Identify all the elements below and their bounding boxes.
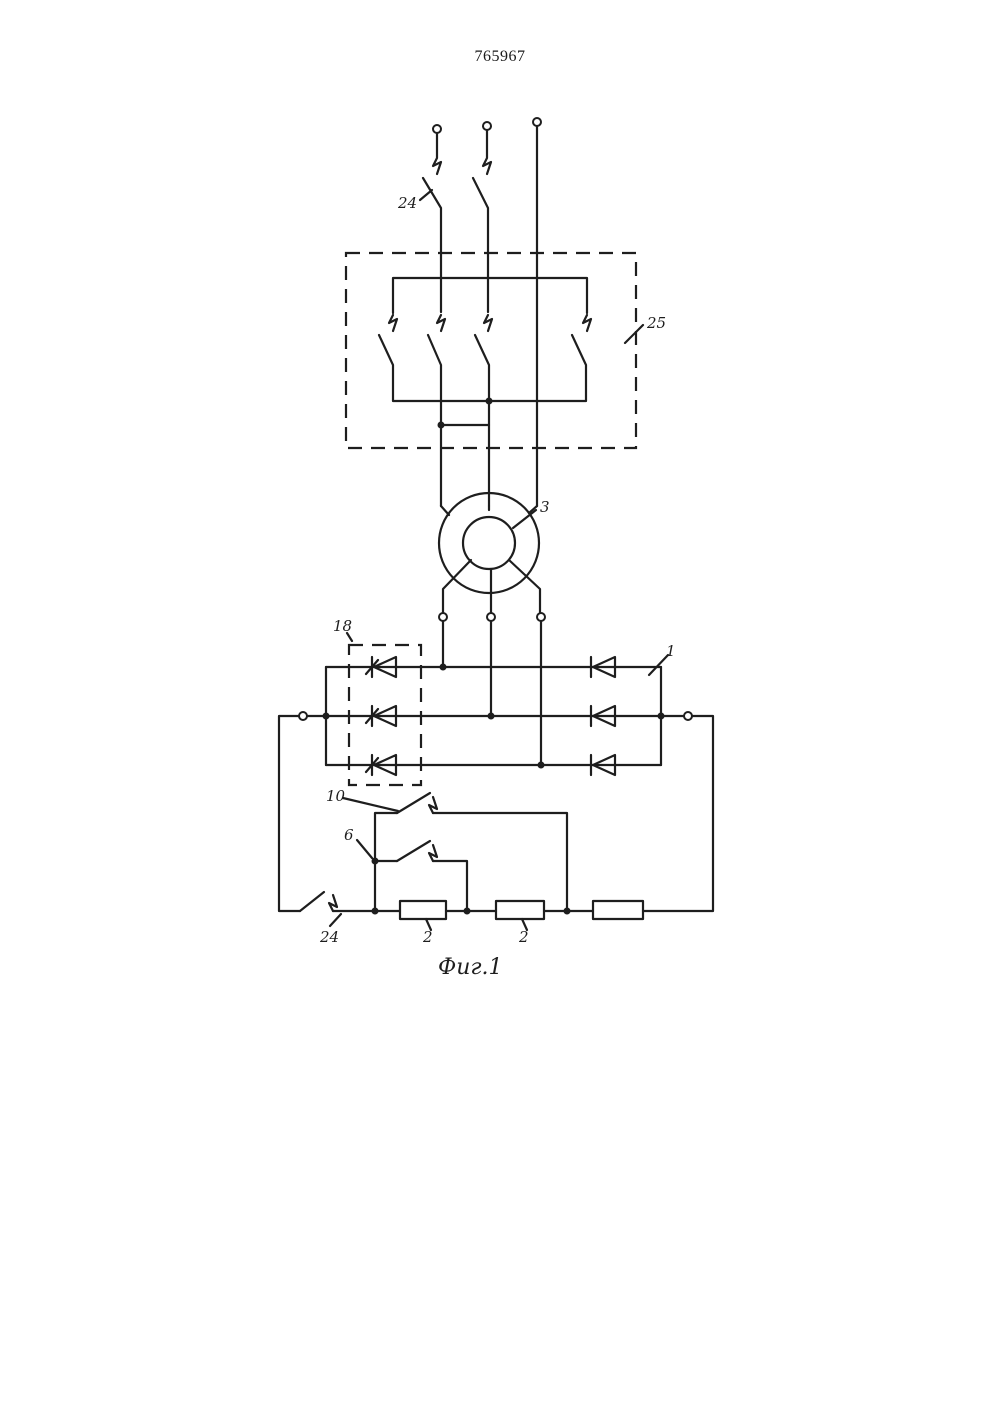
figure-caption: Фиг.1: [438, 955, 503, 980]
label-24-bottom: 24: [319, 928, 339, 946]
label-25: 25: [646, 314, 666, 332]
motor-3: [437, 491, 546, 622]
label-3: 3: [540, 498, 550, 516]
label-6: 6: [344, 826, 354, 844]
bridge-rectifier: [298, 619, 693, 777]
page-number: 765967: [474, 48, 526, 65]
label-24-top: 24: [397, 194, 417, 212]
label-10: 10: [326, 787, 346, 805]
resistor-circuit: [277, 714, 715, 932]
label-18: 18: [333, 617, 352, 635]
contactor-25: [377, 276, 593, 508]
label-1: 1: [666, 642, 676, 660]
label-2a: 2: [422, 928, 433, 946]
contactor-box-25: [344, 251, 638, 450]
label-2b: 2: [518, 928, 529, 946]
